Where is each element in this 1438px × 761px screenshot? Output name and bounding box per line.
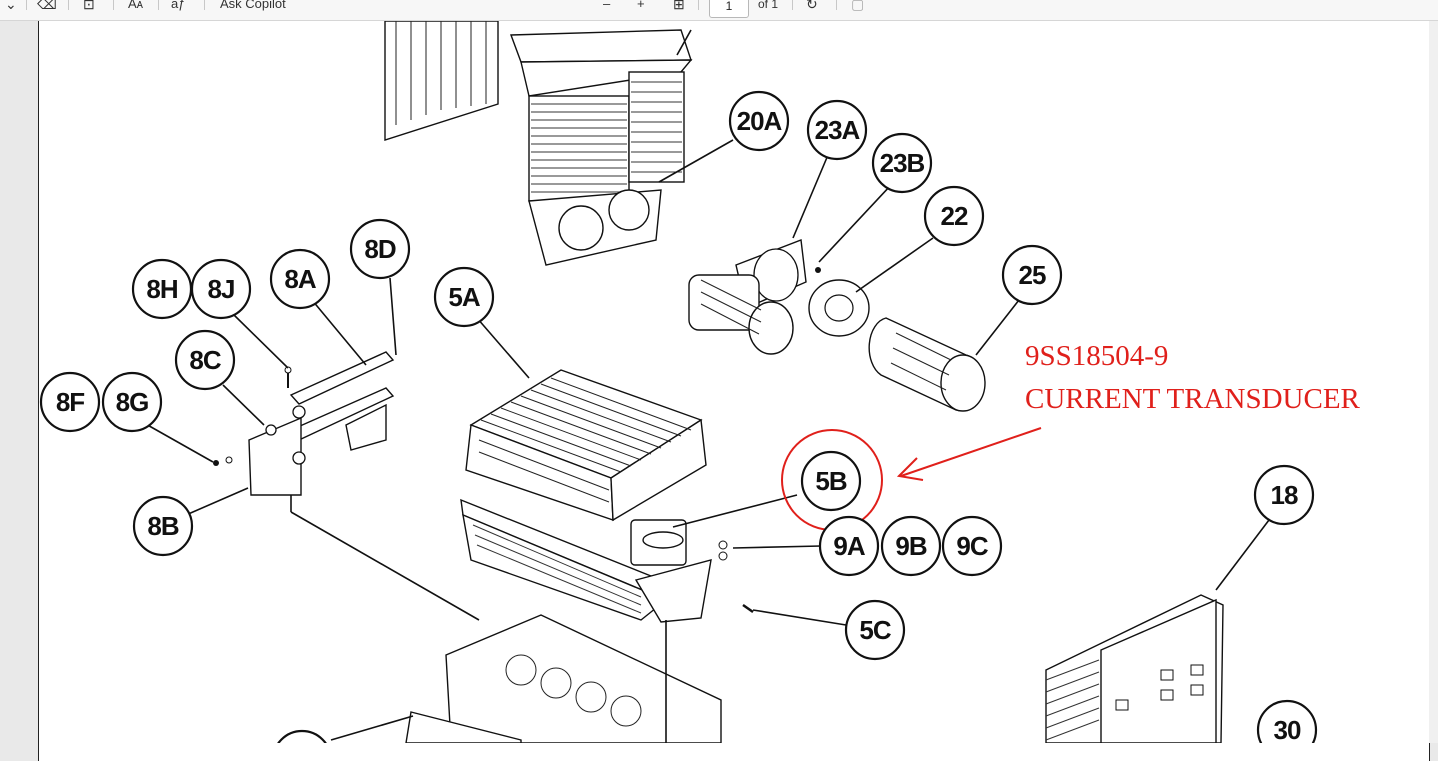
svg-text:5B: 5B [815,466,846,496]
fit-page-icon[interactable]: ⊞ [673,0,685,12]
svg-text:23B: 23B [880,148,925,178]
callout-8J: 8J [190,258,252,320]
svg-text:9A: 9A [833,531,865,561]
ask-copilot-button[interactable]: Ask Copilot [220,0,286,11]
bottom-chassis-part [290,495,722,744]
callout-8G: 8G [101,371,163,433]
annotation-part-number: 9SS18504-9 [1025,340,1168,372]
pdf-page: 9SS18504-9 CURRENT TRANSDUCER 20A 23A 23… [38,20,1430,761]
callout-25: 25 [1001,244,1063,306]
toolbar-divider [158,0,159,10]
callout-8F: 8F [39,371,101,433]
callout-9C: 9C [941,515,1003,577]
callout-20A: 20A [728,90,790,152]
callout-8H: 8H [131,258,193,320]
callout-8A: 8A [269,248,331,310]
svg-text:9B: 9B [895,531,926,561]
svg-text:8H: 8H [146,274,177,304]
svg-text:8D: 8D [364,234,395,264]
callout-8D: 8D [349,218,411,280]
callout-23B: 23B [871,132,933,194]
page-count-label: of 1 [758,0,779,11]
toolbar-divider [204,0,205,10]
top-heatsink-part [510,29,693,266]
svg-text:23A: 23A [815,115,861,145]
text-size-button[interactable]: Aᴀ [128,0,144,11]
read-aloud-button[interactable]: aƒ [171,0,186,11]
leader-lines [143,29,1270,741]
svg-text:5C: 5C [859,615,891,645]
callout-9B: 9B [880,515,942,577]
svg-text:25: 25 [1019,260,1046,290]
page-icon[interactable]: ▢ [851,0,865,12]
callout-23A: 23A [806,99,868,161]
toolbar-divider [113,0,114,10]
svg-text:20A: 20A [737,106,783,136]
rotate-icon[interactable]: ↻ [806,0,818,12]
svg-text:8B: 8B [147,511,178,541]
toolbar-divider [68,0,69,10]
vertical-scrollbar[interactable] [1429,21,1438,743]
zoom-in-button[interactable]: + [637,0,645,11]
circuit-board-part [384,20,499,141]
svg-text:22: 22 [941,201,968,231]
callout-9A: 9A [818,515,880,577]
zoom-out-button[interactable]: – [603,0,611,11]
svg-text:8J: 8J [208,274,235,304]
svg-text:18: 18 [1271,480,1298,510]
toolbar-divider [792,0,793,10]
page-view-icon[interactable]: ⊡ [83,0,95,12]
main-heatsink-part [460,369,754,623]
cylinder-cover-part [868,317,986,412]
exploded-parts-diagram: 9SS18504-9 CURRENT TRANSDUCER 20A 23A 23… [39,20,1361,761]
page-number-input[interactable]: 1 [709,0,749,18]
toolbar-divider [26,0,27,10]
pdf-toolbar: ⌄ ⌫ ⊡ Aᴀ aƒ Ask Copilot – + ⊞ 1 of 1 ↻ ▢ [0,0,1438,21]
rotor-assembly-part [688,239,807,355]
toolbar-divider [836,0,837,10]
callout-18: 18 [1253,464,1315,526]
callout-5B: 5B [800,450,862,512]
callout-cropped [271,729,333,761]
chevron-down-icon[interactable]: ⌄ [5,0,17,12]
svg-text:9C: 9C [956,531,988,561]
mounting-bracket-part [213,351,395,496]
annotation-description: CURRENT TRANSDUCER [1025,383,1361,415]
svg-text:30: 30 [1274,715,1301,743]
eraser-icon[interactable]: ⌫ [37,0,57,12]
svg-text:8A: 8A [284,264,316,294]
callout-8C: 8C [174,329,236,391]
svg-text:8G: 8G [116,387,149,417]
toolbar-divider [698,0,699,10]
svg-text:8C: 8C [189,345,221,375]
callout-5A: 5A [433,266,495,328]
svg-text:8F: 8F [56,387,84,417]
callout-22: 22 [923,185,985,247]
callout-30: 30 [1256,699,1318,761]
collar-part [808,267,870,337]
callout-5C: 5C [844,599,906,661]
callout-8B: 8B [132,495,194,557]
svg-text:5A: 5A [448,282,480,312]
control-board-part [1045,594,1224,744]
